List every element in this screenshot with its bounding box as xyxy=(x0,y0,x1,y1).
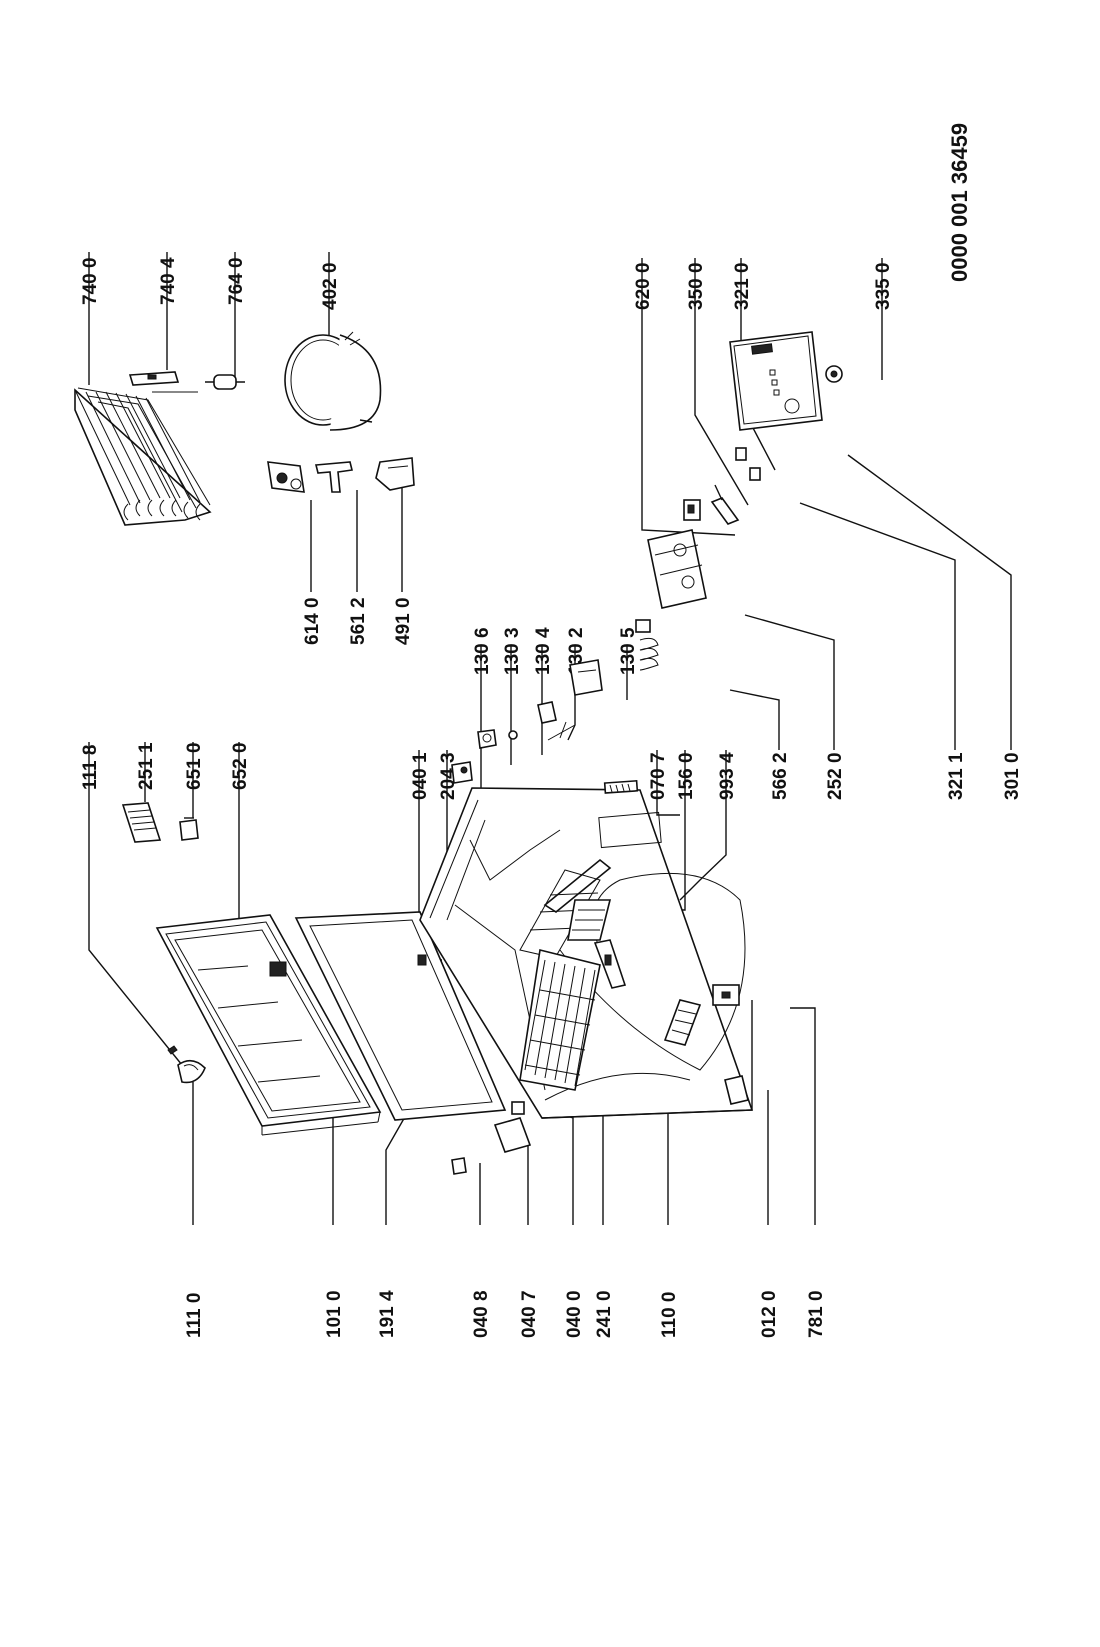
lid-101-0 xyxy=(155,914,382,1136)
label-130-4: 130 4 xyxy=(533,627,554,675)
label-plate xyxy=(598,811,662,849)
label-156-0: 156 0 xyxy=(676,752,697,800)
clip-321-1 xyxy=(749,467,761,481)
label-652-0: 652 0 xyxy=(230,742,251,790)
bracket-740-4 xyxy=(128,371,180,386)
label-040-8: 040 8 xyxy=(471,1290,492,1338)
part-130-6 xyxy=(451,761,473,784)
label-040-1: 040 1 xyxy=(410,752,431,800)
label-012-0: 012 0 xyxy=(759,1290,780,1338)
label-130-6: 130 6 xyxy=(472,627,493,675)
label-130-3: 130 3 xyxy=(502,627,523,675)
knob-335-0 xyxy=(825,365,843,383)
label-252-0: 252 0 xyxy=(825,752,846,800)
hinge-cover-040-7 xyxy=(493,1117,532,1153)
relay-614-0 xyxy=(267,461,305,493)
label-566-2: 566 2 xyxy=(770,752,791,800)
spring-566-2 xyxy=(635,619,659,671)
handle-111-0 xyxy=(177,1059,206,1084)
label-191-4: 191 4 xyxy=(377,1290,398,1338)
part-130-3 xyxy=(477,729,497,749)
label-993-4: 993 4 xyxy=(717,752,738,800)
cover-491-0 xyxy=(375,457,415,491)
hinge-040-0 xyxy=(511,1101,525,1115)
label-130-5: 130 5 xyxy=(618,627,639,675)
condenser-coil-740-0 xyxy=(74,387,212,526)
foot-012-0 xyxy=(724,1075,749,1105)
label-070-7: 070 7 xyxy=(648,752,669,800)
screw-111-8 xyxy=(167,1045,178,1055)
lamp-651-0 xyxy=(179,817,199,841)
label-740-4: 740 4 xyxy=(158,257,179,305)
grille-156-0 xyxy=(567,811,662,941)
label-101-0: 101 0 xyxy=(324,1290,345,1338)
part-130-5 xyxy=(569,659,603,696)
label-764-0: 764 0 xyxy=(226,257,247,305)
basket-241-0 xyxy=(519,949,601,1091)
label-110-0: 110 0 xyxy=(659,1292,680,1339)
label-335-0: 335 0 xyxy=(873,262,894,310)
label-321-1: 321 1 xyxy=(946,752,967,800)
vent-plate-070-7 xyxy=(603,779,639,794)
hinge-040-1 xyxy=(417,954,427,966)
label-350-0: 350 0 xyxy=(686,262,707,310)
label-651-0: 651 0 xyxy=(184,742,205,790)
label-241-0: 241 0 xyxy=(594,1290,615,1338)
compressor-402-0 xyxy=(284,331,382,431)
basket-handle-110-0 xyxy=(593,939,627,989)
document-number: 0000 001 36459 xyxy=(947,123,972,282)
clamp-561-2 xyxy=(314,461,353,493)
label-040-0: 040 0 xyxy=(564,1290,585,1338)
gasket-191-4 xyxy=(294,911,507,1121)
label-561-2: 561 2 xyxy=(348,597,369,645)
label-740-0: 740 0 xyxy=(80,257,101,305)
label-614-0: 614 0 xyxy=(302,597,323,645)
label-620-0: 620 0 xyxy=(633,262,654,310)
light-cover-251-1 xyxy=(121,802,162,843)
hinge-pin-040-8 xyxy=(451,1157,467,1175)
label-111-0: 111 0 xyxy=(184,1293,205,1338)
label-491-0: 491 0 xyxy=(393,597,414,645)
part-130-4 xyxy=(508,730,518,740)
label-251-1: 251 1 xyxy=(136,742,157,790)
label-781-0: 781 0 xyxy=(806,1290,827,1338)
switch-620-0 xyxy=(683,499,701,521)
label-301-0: 301 0 xyxy=(1002,752,1023,800)
label-040-7: 040 7 xyxy=(519,1290,540,1338)
vent-993-4 xyxy=(663,999,702,1046)
filter-dryer-764-0 xyxy=(205,374,245,390)
label-321-0: 321 0 xyxy=(732,262,753,310)
clip-321-0 xyxy=(735,447,747,461)
label-402-0: 402 0 xyxy=(320,262,341,310)
control-panel-301-0 xyxy=(729,331,823,431)
label-111-8: 111 8 xyxy=(80,745,101,790)
part-130-2 xyxy=(537,701,576,741)
lamp-holder-350-0 xyxy=(710,484,740,525)
thermostat-252-0 xyxy=(647,529,707,609)
